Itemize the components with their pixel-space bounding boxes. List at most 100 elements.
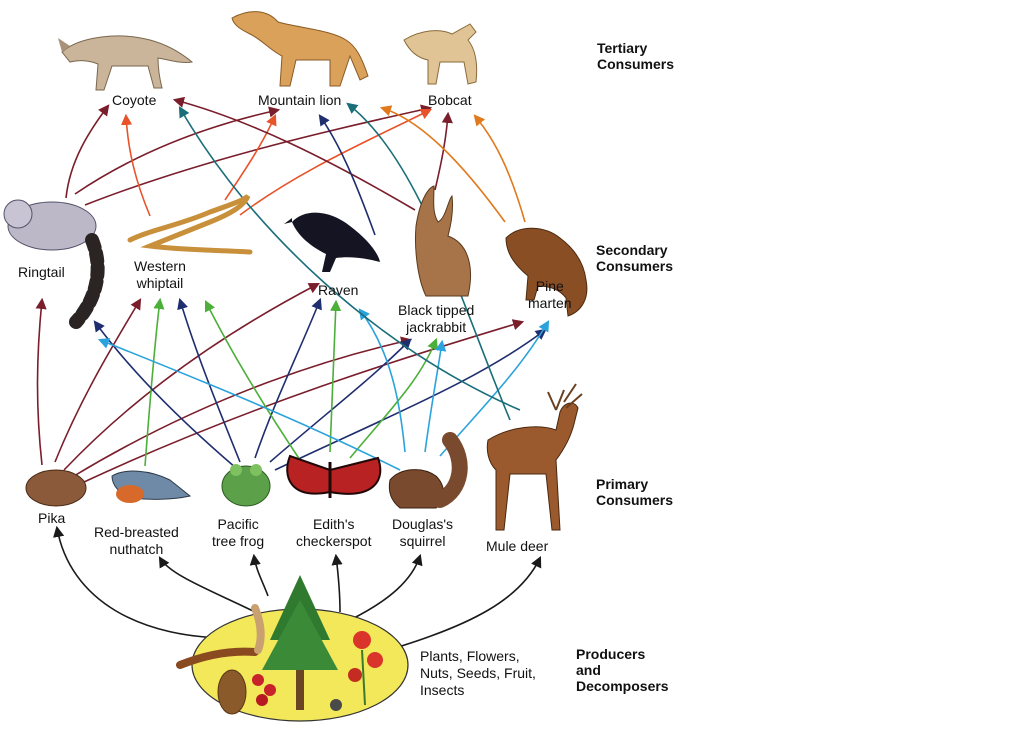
arrow-whiptail-to-bobcat bbox=[239, 108, 433, 216]
raven-name: Raven bbox=[318, 282, 359, 298]
level-label-primary: Primary Consumers bbox=[596, 476, 673, 508]
organism-label-western-whiptail: Western whiptail bbox=[134, 258, 186, 292]
organism-label-pine-marten: Pine marten bbox=[528, 278, 572, 312]
arrow-producers-to-checkerspot bbox=[331, 553, 343, 613]
pine-marten-line-2: marten bbox=[528, 295, 572, 311]
arrow-deer-to-coyote bbox=[178, 106, 521, 411]
level-label-secondary: Secondary Consumers bbox=[596, 242, 673, 274]
arrow-checkerspot-to-whiptail bbox=[204, 299, 301, 461]
pika-name: Pika bbox=[38, 510, 66, 526]
western-whiptail-line-2: whiptail bbox=[136, 275, 184, 291]
pacific-tree-frog-illustration bbox=[221, 464, 271, 507]
jackrabbit-line-1: Black tipped bbox=[398, 302, 475, 318]
mountain-lion-illustration bbox=[231, 11, 369, 87]
tree-frog-line-2: tree frog bbox=[212, 533, 265, 549]
level-label-tertiary: Tertiary Consumers bbox=[597, 40, 674, 72]
bobcat-name: Bobcat bbox=[428, 92, 472, 108]
arrow-producers-to-pika bbox=[53, 525, 239, 639]
coyote-illustration bbox=[58, 35, 194, 91]
arrow-checkerspot-to-jackrabbit bbox=[349, 337, 438, 459]
arrow-jackrabbit-to-bobcat bbox=[434, 111, 453, 191]
arrow-pika-to-jackrabbit bbox=[73, 336, 413, 477]
organism-label-bobcat: Bobcat bbox=[428, 92, 472, 109]
jackrabbit-line-2: jackrabbit bbox=[406, 319, 467, 335]
bobcat-illustration bbox=[403, 23, 478, 85]
arrow-squirrel-to-ringtail bbox=[97, 338, 401, 471]
arrow-raven-to-mountain-lion bbox=[318, 114, 376, 236]
checkerspot-line-1: Edith's bbox=[312, 516, 355, 532]
arrow-nuthatch-to-whiptail bbox=[144, 297, 165, 467]
secondary-line-1: Secondary bbox=[596, 242, 668, 258]
douglas-squirrel-illustration bbox=[388, 432, 468, 509]
mule-deer-name: Mule deer bbox=[486, 538, 549, 554]
arrow-squirrel-to-raven bbox=[358, 308, 406, 453]
arrow-frog-to-raven bbox=[254, 297, 322, 459]
arrow-ringtail-to-mountain-lion bbox=[74, 106, 281, 195]
arrow-marten-to-mountain-lion bbox=[379, 105, 506, 223]
organism-label-tree-frog: Pacific tree frog bbox=[212, 516, 264, 550]
organism-label-jackrabbit: Black tipped jackrabbit bbox=[398, 302, 474, 336]
primary-line-1: Primary bbox=[596, 476, 649, 492]
mule-deer-illustration bbox=[486, 383, 583, 531]
ediths-checkerspot-illustration bbox=[286, 454, 382, 498]
mountain-lion-name: Mountain lion bbox=[258, 92, 342, 108]
arrow-producers-to-frog bbox=[249, 553, 269, 597]
arrow-whiptail-to-mountain-lion bbox=[224, 113, 277, 201]
primary-line-2: Consumers bbox=[596, 492, 674, 508]
nuthatch-line-1: Red-breasted bbox=[94, 524, 179, 540]
producers-line-1: Plants, Flowers, bbox=[420, 648, 520, 664]
arrow-pika-to-whiptail bbox=[54, 298, 142, 463]
secondary-line-2: Consumers bbox=[596, 258, 674, 274]
red-breasted-nuthatch-illustration bbox=[111, 470, 192, 503]
organism-label-squirrel: Douglas's squirrel bbox=[392, 516, 453, 550]
arrow-marten-to-bobcat bbox=[473, 114, 526, 223]
western-whiptail-illustration bbox=[127, 194, 253, 255]
tertiary-line-1: Tertiary bbox=[597, 40, 648, 56]
tree-frog-line-1: Pacific bbox=[217, 516, 259, 532]
producers-level-line-2: and bbox=[576, 662, 601, 678]
arrow-frog-to-marten bbox=[274, 328, 547, 471]
arrow-squirrel-to-jackrabbit bbox=[424, 339, 447, 453]
checkerspot-line-2: checkerspot bbox=[296, 533, 372, 549]
producers-level-line-1: Producers bbox=[576, 646, 646, 662]
arrow-frog-to-whiptail bbox=[177, 297, 241, 463]
producers-line-2: Nuts, Seeds, Fruit, bbox=[420, 665, 536, 681]
arrow-whiptail-to-coyote bbox=[120, 113, 151, 217]
arrow-producers-to-deer bbox=[394, 555, 542, 649]
raven-illustration bbox=[284, 212, 380, 272]
ringtail-illustration bbox=[3, 199, 105, 329]
organism-label-pika: Pika bbox=[38, 510, 65, 527]
arrow-pika-to-marten bbox=[83, 319, 525, 483]
nuthatch-line-2: nuthatch bbox=[109, 541, 164, 557]
producers-description: Plants, Flowers, Nuts, Seeds, Fruit, Ins… bbox=[420, 648, 536, 699]
organism-label-checkerspot: Edith's checkerspot bbox=[296, 516, 371, 550]
arrow-producers-to-squirrel bbox=[349, 553, 423, 621]
producers-illustration bbox=[176, 575, 409, 722]
squirrel-line-1: Douglas's bbox=[392, 516, 454, 532]
arrow-checkerspot-to-raven bbox=[329, 299, 342, 453]
jackrabbit-illustration bbox=[415, 185, 471, 297]
tertiary-line-2: Consumers bbox=[597, 56, 675, 72]
producers-line-3: Insects bbox=[420, 682, 465, 698]
organism-label-mule-deer: Mule deer bbox=[486, 538, 548, 555]
coyote-name: Coyote bbox=[112, 92, 157, 108]
arrow-ringtail-to-coyote bbox=[65, 104, 110, 199]
squirrel-line-2: squirrel bbox=[399, 533, 446, 549]
arrow-jackrabbit-to-coyote bbox=[172, 96, 416, 211]
organism-label-nuthatch: Red-breasted nuthatch bbox=[94, 524, 179, 558]
producers-level-line-3: Decomposers bbox=[576, 678, 669, 694]
organism-label-ringtail: Ringtail bbox=[18, 264, 65, 281]
pika-illustration bbox=[25, 469, 87, 507]
ringtail-name: Ringtail bbox=[18, 264, 65, 280]
arrow-ringtail-to-bobcat bbox=[84, 104, 433, 206]
pine-marten-line-1: Pine bbox=[535, 278, 564, 294]
arrow-pika-to-raven bbox=[63, 282, 320, 471]
arrow-pika-to-ringtail bbox=[35, 297, 47, 466]
organism-label-mountain-lion: Mountain lion bbox=[258, 92, 341, 109]
western-whiptail-line-1: Western bbox=[134, 258, 186, 274]
pine-marten-illustration bbox=[505, 227, 588, 317]
level-label-producers: Producers and Decomposers bbox=[576, 646, 669, 694]
organism-label-raven: Raven bbox=[318, 282, 358, 299]
